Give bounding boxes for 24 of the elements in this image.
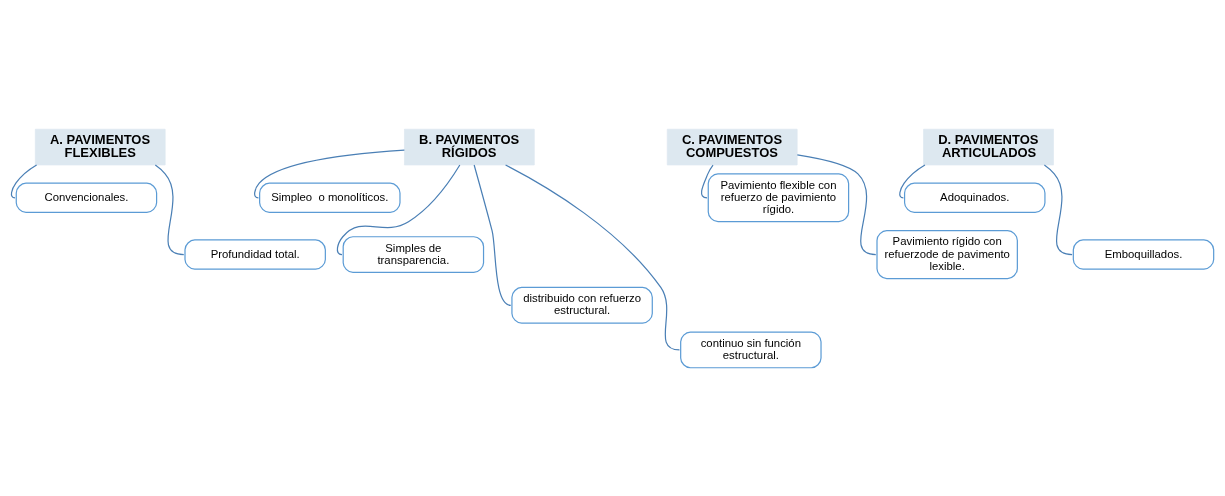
- node-box: Adoquinados.: [904, 182, 1046, 213]
- node-box: D. PAVIMENTOS ARTICULADOS: [923, 128, 1054, 165]
- connector: [10, 163, 38, 198]
- node-box: Pavimiento rígido con refuerzode de pavimento lexible.: [876, 229, 1018, 279]
- node-box: distribuido con refuerzo estructural.: [511, 286, 653, 324]
- node-box: Simples de transparencia.: [342, 235, 485, 273]
- node-box: A. PAVIMENTOS FLEXIBLES: [34, 128, 166, 165]
- connector: [154, 164, 185, 255]
- connector: [899, 163, 926, 198]
- node-box: Simpleo o monolíticos.: [259, 182, 401, 213]
- connector: [700, 164, 714, 198]
- connector: [473, 163, 512, 306]
- node-box: C. PAVIMENTOS COMPUESTOS: [666, 128, 798, 165]
- node-box: Emboquillados.: [1072, 238, 1215, 270]
- connector: [336, 163, 461, 255]
- connector: [796, 153, 877, 255]
- node-box: Pavimiento flexible con refuerzo de pavimiento rígido.: [707, 172, 850, 222]
- connector: [254, 149, 405, 198]
- node-box: B. PAVIMENTOS RÍGIDOS: [404, 128, 535, 165]
- connector: [504, 163, 681, 351]
- node-box: Profundidad total.: [184, 238, 326, 270]
- connector: [1043, 163, 1073, 255]
- node-box: Convencionales.: [15, 182, 158, 213]
- node-box: continuo sin función estructural.: [680, 330, 822, 368]
